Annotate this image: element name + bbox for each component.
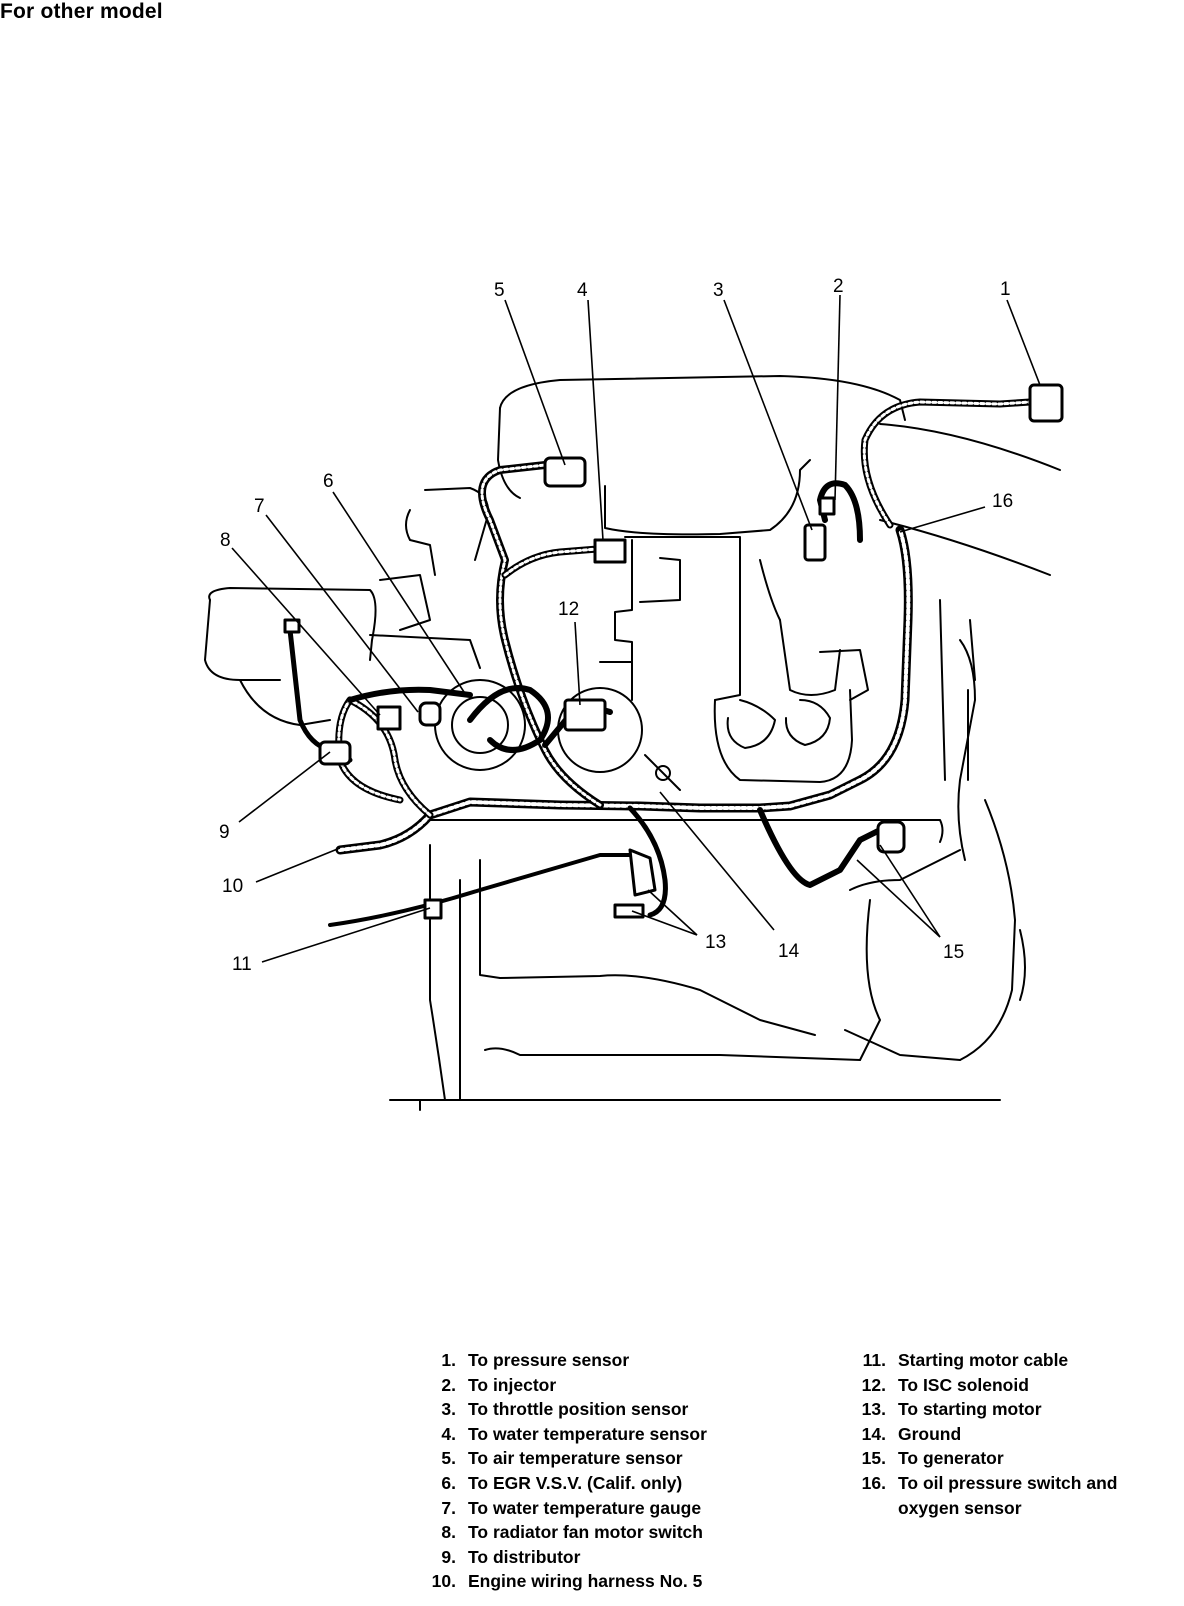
- legend-item: 11.Starting motor cable: [862, 1350, 1069, 1370]
- legend-item: 5.To air temperature sensor: [441, 1448, 683, 1469]
- callout-12: 12: [558, 599, 579, 620]
- starting-motor-connector: [613, 903, 645, 919]
- callout-13: 13: [705, 932, 726, 953]
- distributor-connector: [318, 740, 352, 766]
- callout-4: 4: [577, 280, 588, 301]
- callout-14: 14: [778, 941, 800, 962]
- injector-connector: [818, 496, 836, 516]
- callout-16: 16: [992, 491, 1013, 512]
- legend-item: 8.To radiator fan motor switch: [441, 1522, 703, 1543]
- legend-item: 10.Engine wiring harness No. 5: [431, 1571, 703, 1592]
- callout-10: 10: [222, 876, 243, 897]
- callout-11: 11: [232, 954, 252, 975]
- legend-item: 14.Ground: [861, 1423, 962, 1444]
- throttle-position-connector: [803, 523, 827, 562]
- legend-item: 1.To pressure sensor: [441, 1350, 630, 1370]
- legend-right: 11.Starting motor cable 12.To ISC soleno…: [858, 1348, 1118, 1520]
- callout-3: 3: [713, 280, 724, 301]
- legend-item-continuation: oxygen sensor: [898, 1497, 1022, 1518]
- radiator-fan-switch-connector: [376, 705, 402, 731]
- callout-6: 6: [323, 471, 334, 492]
- legend-item: 3.To throttle position sensor: [441, 1399, 689, 1420]
- legend-item: 2.To injector: [441, 1374, 557, 1395]
- legend-left: 1.To pressure sensor 2.To injector 3.To …: [420, 1348, 707, 1594]
- callout-1: 1: [1000, 279, 1011, 300]
- legend-item: 16.To oil pressure switch and: [861, 1472, 1118, 1493]
- engine-outline: [204, 375, 1061, 1111]
- callout-9: 9: [219, 822, 230, 843]
- callout-7: 7: [254, 496, 265, 517]
- connectors: [283, 383, 1064, 920]
- wiring-harness: [287, 398, 1034, 927]
- callout-8: 8: [220, 530, 231, 551]
- legend-item: 6.To EGR V.S.V. (Calif. only): [441, 1472, 683, 1493]
- water-temp-connector: [593, 538, 627, 564]
- isc-solenoid-connector: [563, 698, 607, 732]
- callout-5: 5: [494, 280, 505, 301]
- pressure-sensor-connector: [1028, 383, 1064, 423]
- leader-lines: [231, 294, 1041, 963]
- callout-15: 15: [943, 942, 964, 963]
- generator-connector: [876, 820, 906, 854]
- legend-item: 7.To water temperature gauge: [441, 1497, 702, 1518]
- air-temp-connector: [543, 456, 587, 488]
- legend-item: 13.To starting motor: [861, 1399, 1042, 1420]
- legend-item: 12.To ISC solenoid: [861, 1374, 1029, 1395]
- water-temp-gauge-connector: [418, 701, 442, 727]
- legend-item: 9.To distributor: [441, 1546, 581, 1567]
- top-left-connector: [283, 618, 301, 634]
- legend-item: 4.To water temperature sensor: [441, 1423, 707, 1444]
- legend-item: 15.To generator: [861, 1448, 1004, 1469]
- page-title: For other model: [0, 0, 163, 23]
- callout-2: 2: [833, 276, 844, 297]
